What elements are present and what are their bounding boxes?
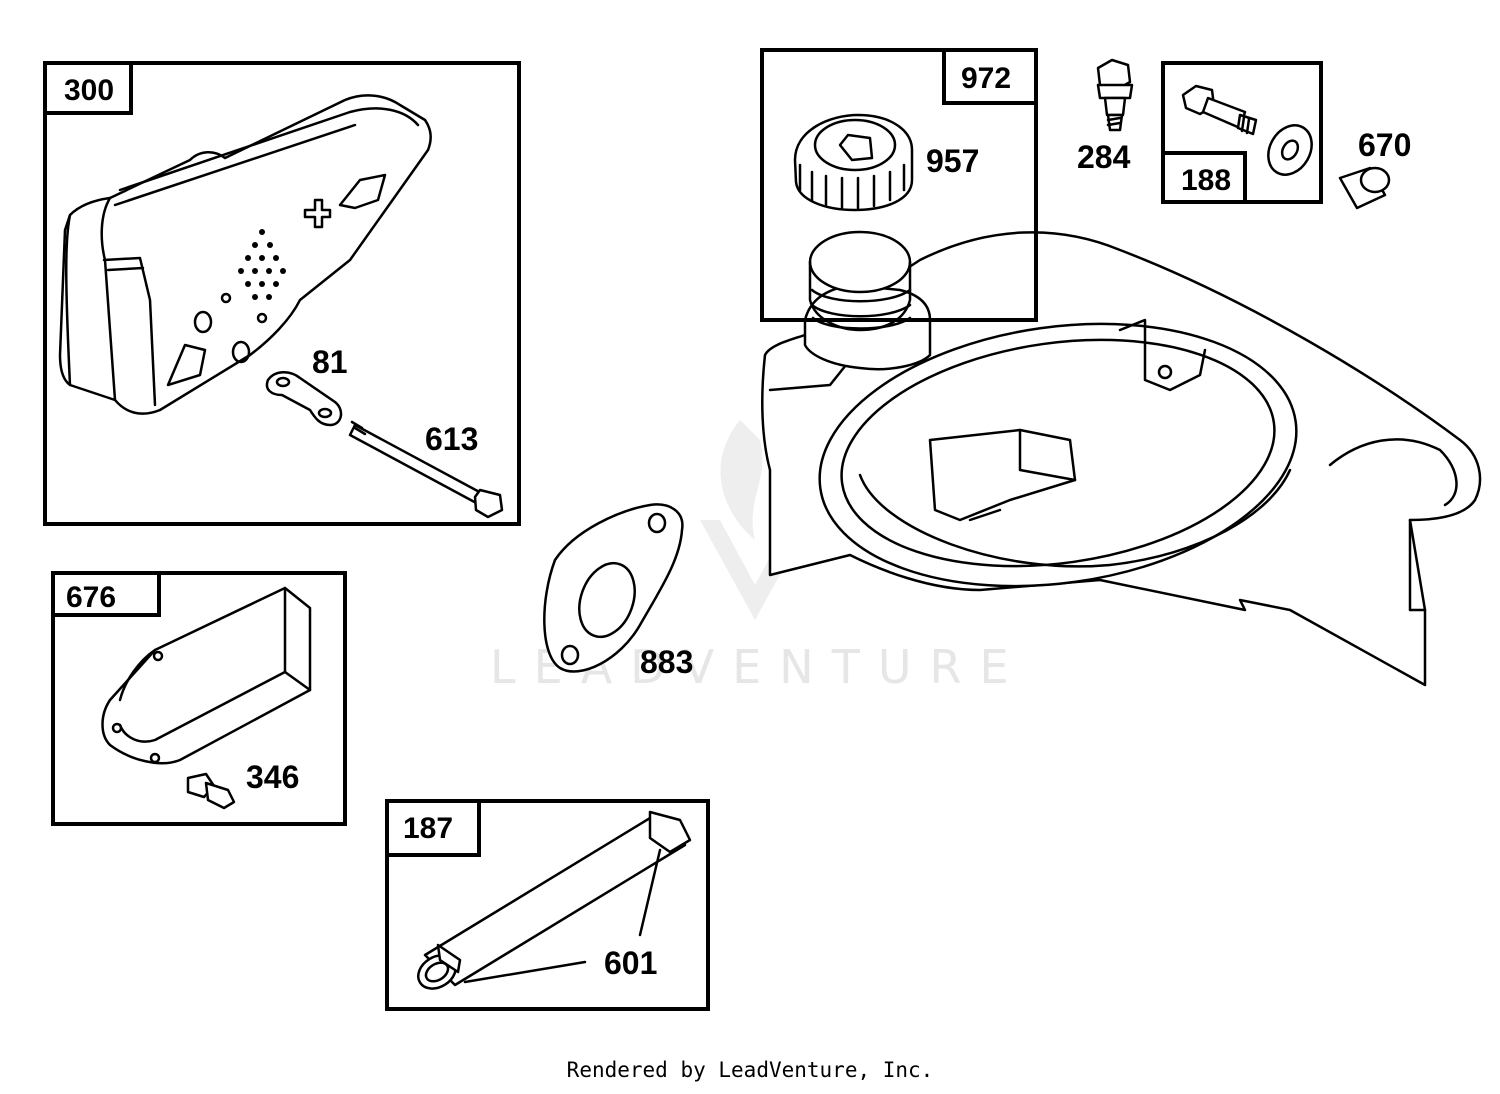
fuel-cap-kit-box: 972 [760, 48, 1038, 322]
muffler-icon [58, 94, 432, 415]
screw-613-icon [348, 420, 504, 519]
screw-188-icon [1181, 84, 1313, 176]
callout-284: 284 [1077, 139, 1131, 175]
label-187: 187 [403, 812, 453, 845]
fuel-tank-housing-icon [761, 230, 1482, 687]
callout-957: 957 [926, 143, 979, 179]
muffler-assembly-box: 300 [43, 61, 521, 526]
callout-613: 613 [425, 421, 478, 457]
label-676: 676 [66, 581, 116, 614]
spacer-670-icon [1338, 166, 1391, 210]
callout-81: 81 [312, 344, 348, 380]
tube-icon [417, 810, 692, 990]
label-972: 972 [961, 62, 1011, 95]
label-300: 300 [64, 74, 114, 107]
guard-kit-box: 676 [51, 571, 347, 826]
gasket-883-icon [543, 503, 684, 673]
label-188: 188 [1181, 164, 1231, 197]
gasket-81-icon [265, 371, 343, 427]
screw-kit-box: 188 [1161, 61, 1323, 204]
callout-670: 670 [1358, 127, 1411, 163]
guard-icon [101, 586, 312, 765]
callout-883: 883 [640, 644, 693, 680]
screw-284-icon [1096, 58, 1134, 132]
callout-601: 601 [604, 945, 657, 981]
screw-346-icon [186, 772, 236, 810]
footer-credit: Rendered by LeadVenture, Inc. [566, 1058, 934, 1082]
callout-346: 346 [246, 759, 299, 795]
breather-tube-kit-box: 187 [385, 799, 710, 1011]
fuel-cap-icon [793, 113, 914, 212]
